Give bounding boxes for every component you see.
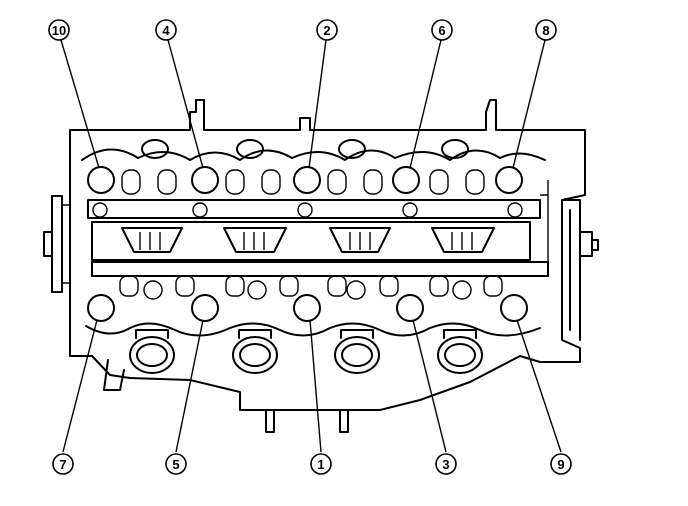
exhaust-ports — [129, 329, 483, 374]
lower-bolt-row — [87, 294, 528, 322]
rocker-boss — [247, 280, 267, 300]
valve-retainer — [483, 275, 503, 297]
valve-retainer — [175, 275, 195, 297]
valve-retainer — [429, 275, 449, 297]
right-end-shaft — [579, 231, 599, 257]
camshaft-body — [91, 221, 531, 261]
callout-label-5: 5 — [172, 457, 179, 472]
lower-ridge — [85, 322, 541, 337]
exhaust-port — [334, 329, 380, 374]
bolt-7 — [87, 294, 115, 322]
upper-valve-cover-ridge — [81, 148, 546, 161]
rocker-boss — [452, 280, 472, 300]
cam-lobe — [121, 227, 183, 253]
callout-3: 3 — [435, 453, 457, 475]
cam-sprocket — [51, 195, 63, 293]
callout-label-4: 4 — [162, 23, 170, 38]
cam-lobe — [431, 227, 495, 253]
callout-9: 9 — [550, 453, 572, 475]
cam-lobe — [329, 227, 391, 253]
callout-label-2: 2 — [323, 23, 330, 38]
leader-lines-bottom — [62, 319, 562, 453]
exhaust-port — [129, 329, 175, 374]
upper-port — [141, 139, 169, 159]
callouts-top: 10 4 2 6 8 — [48, 19, 557, 41]
bolt-1 — [293, 294, 321, 322]
valve-retainer — [279, 275, 299, 297]
cam-lobe — [223, 227, 287, 253]
rail-bolt — [192, 202, 208, 218]
valve-retainer — [225, 169, 245, 195]
bolt-3 — [396, 294, 424, 322]
callout-label-8: 8 — [542, 23, 549, 38]
rail-bolt — [402, 202, 418, 218]
cylinder-head-outline — [69, 99, 586, 411]
valve-retainer — [363, 169, 383, 195]
callout-label-10: 10 — [52, 23, 66, 38]
callout-label-9: 9 — [557, 457, 564, 472]
callout-1: 1 — [310, 453, 332, 475]
callout-5: 5 — [165, 453, 187, 475]
callout-label-7: 7 — [59, 457, 66, 472]
exhaust-port — [232, 329, 278, 374]
callout-label-6: 6 — [438, 23, 445, 38]
callout-7: 7 — [52, 453, 74, 475]
left-end-plate — [62, 204, 70, 284]
rail-bolt — [92, 202, 108, 218]
bottom-mount-tab — [265, 409, 275, 433]
callout-10: 10 — [48, 19, 70, 41]
valve-retainer — [465, 169, 485, 195]
callout-label-1: 1 — [317, 457, 324, 472]
cam-lobes — [121, 227, 495, 253]
exhaust-port — [437, 329, 483, 374]
bolt-9 — [500, 294, 528, 322]
cam-lobe-hatching — [139, 232, 473, 250]
bottom-mount-tab — [339, 409, 349, 433]
upper-cam-rail — [87, 199, 541, 219]
upper-valve-retainers — [121, 169, 485, 195]
valve-retainer — [429, 169, 449, 195]
lower-cam-rail — [91, 261, 549, 277]
bolt-2 — [293, 166, 321, 194]
valve-retainer — [327, 169, 347, 195]
bolt-5 — [191, 294, 219, 322]
bolt-8 — [495, 166, 523, 194]
upper-rail-bolts — [92, 202, 523, 218]
bolt-4 — [191, 166, 219, 194]
rail-bolt — [507, 202, 523, 218]
rail-bolt — [297, 202, 313, 218]
bolt-6 — [392, 166, 420, 194]
lower-valve-retainers — [119, 275, 503, 297]
valve-retainer — [327, 275, 347, 297]
valve-retainer — [261, 169, 281, 195]
valve-retainer — [225, 275, 245, 297]
rocker-bosses — [143, 280, 472, 300]
upper-bolt-row — [87, 166, 523, 194]
upper-port — [338, 139, 366, 159]
callout-2: 2 — [316, 19, 338, 41]
rocker-boss — [143, 280, 163, 300]
bottom-left-lug — [103, 359, 125, 391]
valve-retainer — [157, 169, 177, 195]
valve-retainer — [119, 275, 139, 297]
upper-port — [236, 139, 264, 159]
valve-retainer — [121, 169, 141, 195]
valve-retainer — [379, 275, 399, 297]
callout-6: 6 — [431, 19, 453, 41]
cam-sprocket-hub — [43, 231, 53, 257]
upper-port-group — [141, 139, 469, 159]
callout-8: 8 — [535, 19, 557, 41]
callout-4: 4 — [155, 19, 177, 41]
rocker-boss — [346, 280, 366, 300]
callout-label-3: 3 — [442, 457, 449, 472]
right-end-cover — [540, 180, 549, 270]
leader-lines-top — [60, 39, 546, 169]
bolt-10 — [87, 166, 115, 194]
upper-port — [441, 139, 469, 159]
callouts-bottom: 7 5 1 3 9 — [52, 453, 572, 475]
right-end-housing — [561, 199, 581, 341]
